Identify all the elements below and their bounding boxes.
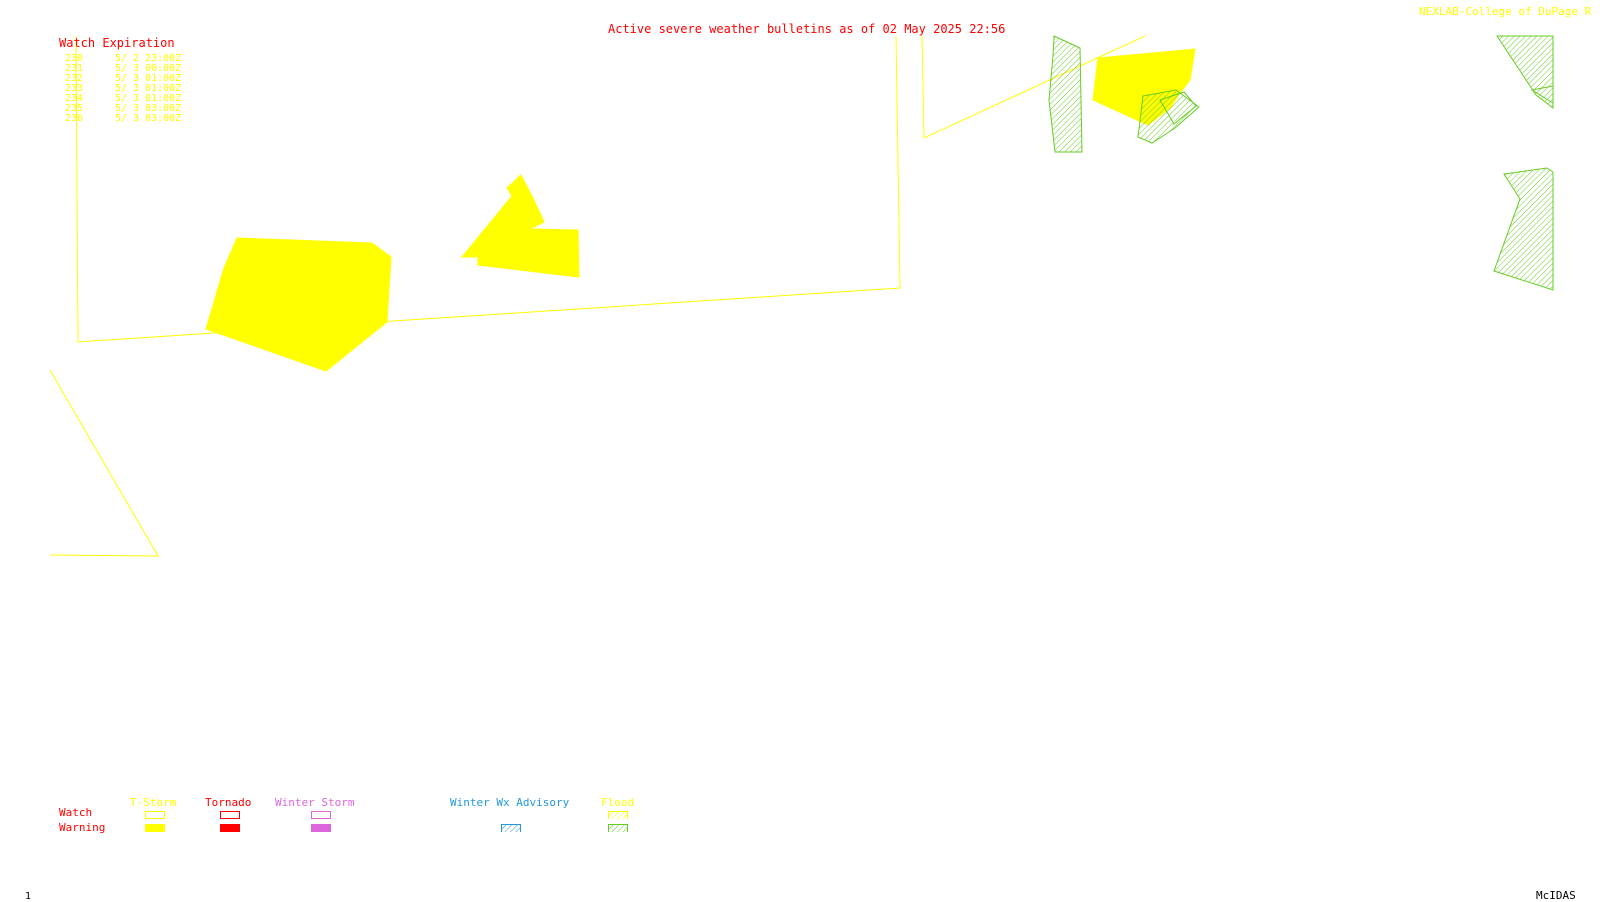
legend-winter-wx-label: Winter Wx Advisory [450,796,570,809]
legend-tstorm-watch-swatch [145,811,165,819]
flood-warning [1048,35,1083,153]
software-label: McIDAS [1536,889,1576,902]
legend-tornado-label: Tornado [205,796,252,809]
legend-row-warning: Warning [59,821,106,834]
watch-row: 232 5/ 3 01:00Z [65,73,181,84]
watch-id: 236 [65,113,84,124]
watch-expires: 5/ 3 03:00Z [115,113,182,124]
watch-row: 236 5/ 3 03:00Z [65,113,181,124]
legend-winter-storm-watch-swatch [311,811,331,819]
watch-row: 230 5/ 2 23:00Z [65,53,181,64]
tstorm-warning [460,174,580,278]
legend-winter-storm-label: Winter Storm [275,796,355,809]
watch-row: 233 5/ 3 01:00Z [65,83,181,94]
tstorm-watch-outline [49,369,159,557]
legend-flood-watch-swatch [608,811,628,819]
legend-row-watch: Watch [59,806,93,819]
watch-id: 234 [65,93,84,104]
watch-row: 234 5/ 3 01:00Z [65,93,181,104]
legend-tornado-warning-swatch [220,824,240,832]
legend-flood-label: Flood [601,796,635,809]
watch-row: 231 5/ 3 00:00Z [65,63,181,74]
tstorm-warning [205,237,392,372]
watch-id: 235 [65,103,84,114]
watch-expires: 5/ 2 23:00Z [115,53,182,64]
legend-tornado-watch-swatch [220,811,240,819]
watch-id: 232 [65,73,84,84]
watch-row: 235 5/ 3 03:00Z [65,103,181,114]
frame-number: 1 [25,891,32,902]
flood-warning [1496,35,1554,110]
watch-id: 230 [65,53,84,64]
flood-warning [1159,91,1197,125]
legend-tstorm-warning-swatch [145,824,165,832]
legend-tstorm-label: T-Storm [130,796,177,809]
legend-winter-storm-warning-swatch [311,824,331,832]
watch-expires: 5/ 3 01:00Z [115,93,182,104]
watch-expires: 5/ 3 01:00Z [115,73,182,84]
watch-id: 233 [65,83,84,94]
watch-expires: 5/ 3 01:00Z [115,83,182,94]
watch-expires: 5/ 3 03:00Z [115,103,182,114]
credit-text: NEXLAB-College of DuPage R [1419,5,1592,18]
watch-table-heading: Watch Expiration [59,36,175,50]
flood-warning [1493,167,1554,291]
legend-winter-wx-warning-swatch [501,824,521,832]
watch-id: 231 [65,63,84,74]
watch-expires: 5/ 3 00:00Z [115,63,182,74]
legend-flood-warning-swatch [608,824,628,832]
bulletin-title: Active severe weather bulletins as of 02… [608,22,1006,36]
tstorm-watch-outline [75,35,901,343]
flood-warning [1137,89,1200,144]
flood-warning [1530,85,1554,104]
